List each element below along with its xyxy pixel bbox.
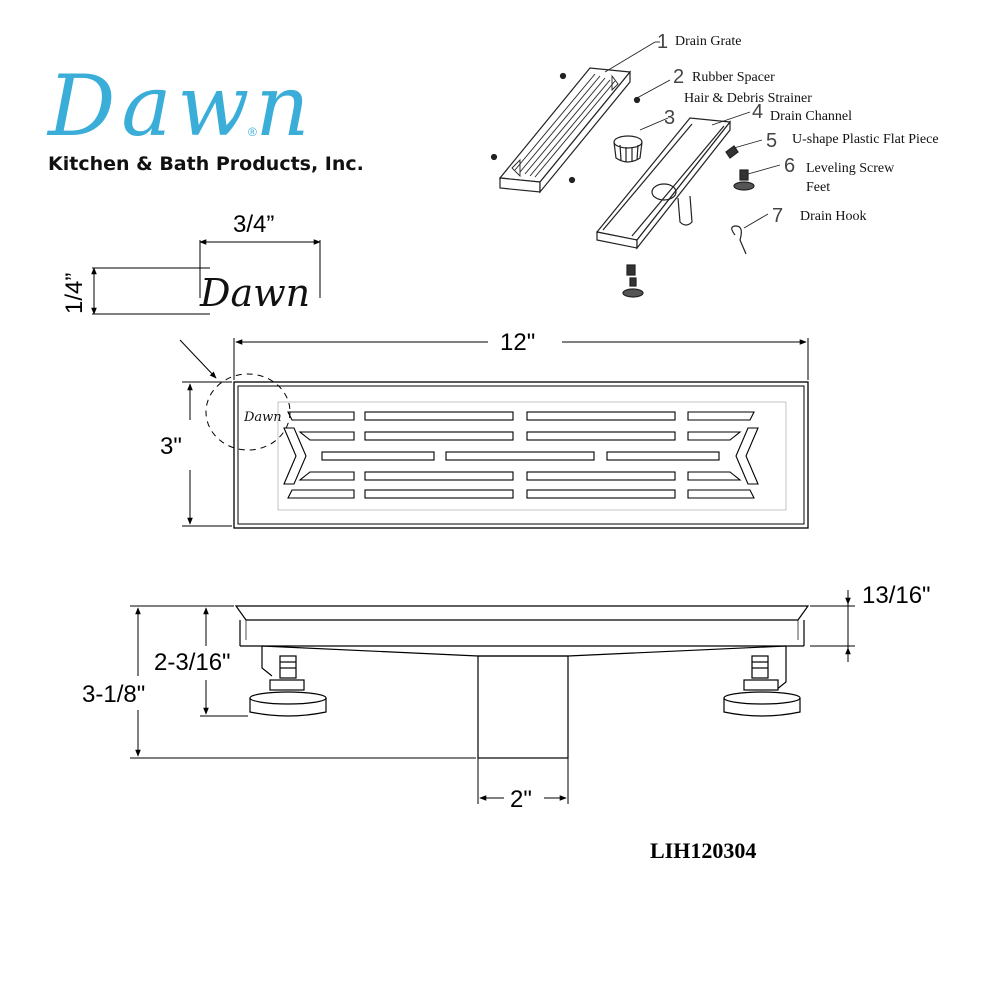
side-view	[234, 605, 810, 759]
part-2-num: 2	[673, 66, 684, 88]
left-leveling-foot	[249, 646, 327, 717]
part-2-label: Rubber Spacer	[692, 70, 775, 85]
leveling-foot-illustration-2	[622, 264, 644, 298]
logo-detail	[91, 239, 321, 315]
hair-strainer-illustration	[613, 135, 643, 163]
part-4-num: 4	[752, 101, 763, 123]
brand-logo: Dawn ®	[46, 57, 315, 155]
part-6-label: Leveling Screw	[806, 161, 895, 176]
part-1-label: Drain Grate	[675, 34, 741, 49]
logo-script-text: Dawn	[46, 57, 315, 155]
u-shape-piece-illustration	[725, 145, 739, 159]
drain-hook-illustration	[731, 225, 747, 255]
part-3-num: 3	[664, 107, 675, 129]
exploded-view	[490, 67, 755, 298]
drain-channel-illustration	[595, 117, 732, 250]
top-view	[179, 338, 809, 529]
part-4-label: Drain Channel	[770, 109, 852, 124]
top-view-length-label: 12"	[500, 329, 535, 356]
part-leader-lines	[604, 41, 781, 229]
part-6b-label: Feet	[806, 180, 830, 195]
outlet-width-label: 2"	[510, 786, 532, 813]
logo-width-label: 3/4”	[233, 211, 274, 238]
part-5-label: U-shape Plastic Flat Piece	[792, 132, 939, 147]
company-name: Kitchen & Bath Products, Inc.	[48, 153, 364, 175]
part-labels: 1 Drain Grate 2 Rubber Spacer Hair & Deb…	[657, 31, 939, 227]
model-number: LIH120304	[650, 838, 756, 863]
rubber-spacer-screws	[490, 72, 641, 184]
drain-grate-illustration	[498, 67, 632, 194]
top-view-width-label: 3"	[160, 433, 182, 460]
part-1-num: 1	[657, 31, 668, 53]
leg-height-label: 2-3/16"	[154, 649, 231, 676]
part-7-num: 7	[772, 205, 783, 227]
side-view-dimensions	[130, 590, 855, 804]
logo-detail-engraving: Dawn	[199, 271, 310, 315]
registered-mark: ®	[248, 125, 257, 139]
logo-height-label: 1/4”	[61, 273, 88, 314]
part-5-num: 5	[766, 130, 777, 152]
right-leveling-foot	[723, 646, 801, 717]
leveling-foot-illustration	[733, 169, 755, 191]
part-6-num: 6	[784, 155, 795, 177]
part-7-label: Drain Hook	[800, 209, 867, 224]
total-height-label: 3-1/8"	[82, 681, 145, 708]
top-view-engraving: Dawn	[243, 410, 282, 425]
part-2b-label: Hair & Debris Strainer	[684, 91, 812, 106]
grate-height-label: 13/16"	[862, 582, 931, 609]
